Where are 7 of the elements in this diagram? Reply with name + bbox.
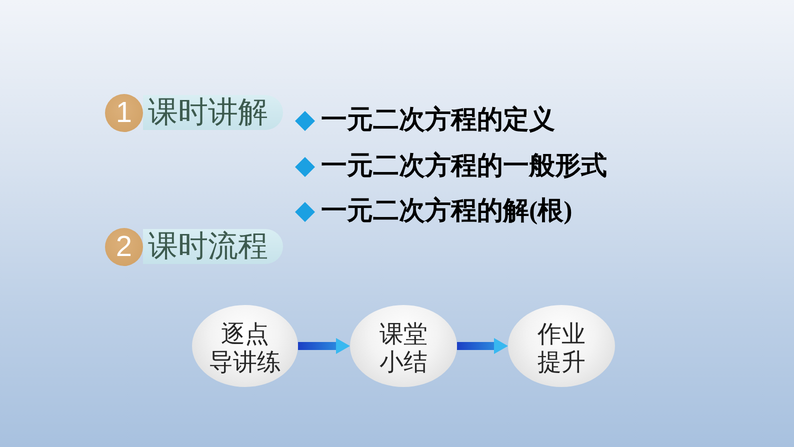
- section-heading: 课时讲解: [143, 95, 283, 130]
- bullet-text: 一元二次方程的解(根): [321, 196, 572, 226]
- arrow: [298, 338, 350, 354]
- bullet-text: 一元二次方程的一般形式: [321, 151, 607, 181]
- bullet-text: 一元二次方程的定义: [321, 105, 555, 135]
- arrow: [457, 338, 508, 354]
- section-heading: 课时流程: [143, 229, 283, 264]
